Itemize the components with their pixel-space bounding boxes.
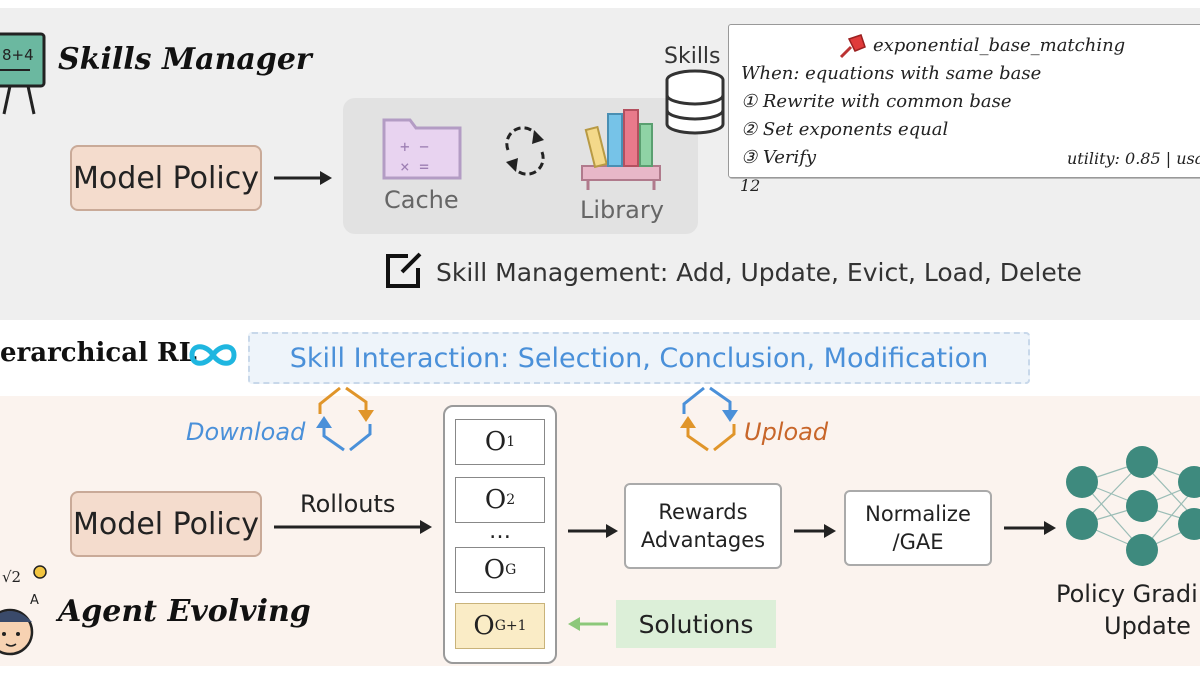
upload-label: Upload xyxy=(744,418,829,446)
library-label: Library xyxy=(580,196,664,224)
blackboard-icon: 8+4 xyxy=(0,32,46,115)
sync-icon xyxy=(505,126,545,176)
neural-network-icon xyxy=(1066,446,1200,566)
skill-card-step-2: ② Set exponents equal xyxy=(741,119,949,140)
model-policy-bottom-label: Model Policy xyxy=(73,506,259,542)
skill-card-utility: utility: 0.85 | usa xyxy=(1067,149,1200,168)
skill-interaction-text: Skill Interaction: Selection, Conclusion… xyxy=(289,342,989,374)
advantages-line: Advantages xyxy=(640,528,766,552)
agent-evolving-title: Agent Evolving xyxy=(58,594,311,629)
skill-card: exponential_base_matching When: equation… xyxy=(728,24,1200,178)
policy-to-cache-arrow xyxy=(274,171,332,185)
policy-gradient-line2: Update xyxy=(1104,612,1191,640)
cache-folder-icon: + − × = xyxy=(382,118,462,180)
rewards-line: Rewards xyxy=(658,500,748,524)
svg-text:× =: × = xyxy=(400,157,429,176)
stack-to-rewards-arrow xyxy=(568,524,618,538)
normalize-line: Normalize xyxy=(865,502,971,526)
skill-interaction-box: Skill Interaction: Selection, Conclusion… xyxy=(248,332,1030,384)
download-cycle-icon xyxy=(316,386,374,452)
download-label: Download xyxy=(186,418,306,446)
skill-management-text: Skill Management: Add, Update, Evict, Lo… xyxy=(436,258,1082,287)
upload-cycle-icon xyxy=(680,386,738,452)
cache-label: Cache xyxy=(384,186,459,214)
database-icon xyxy=(665,69,725,135)
student-avatar-icon: √2 A xyxy=(0,565,47,656)
model-policy-top: Model Policy xyxy=(70,145,262,211)
model-policy-bottom: Model Policy xyxy=(70,491,262,557)
library-books-icon xyxy=(581,109,661,190)
solutions-arrow xyxy=(568,617,608,631)
skills-manager-title: Skills Manager xyxy=(58,42,312,77)
skill-card-step-1: ① Rewrite with common base xyxy=(741,91,1012,112)
skill-card-overflow: 12 xyxy=(740,176,761,195)
skill-card-step-3: ③ Verify xyxy=(741,147,817,168)
blackboard-text: 8+4 xyxy=(2,46,34,64)
model-policy-top-label: Model Policy xyxy=(73,160,259,196)
solutions-label: Solutions xyxy=(638,609,754,639)
skill-card-when: When: equations with same base xyxy=(741,63,1042,84)
policy-gradient-line1: Policy Gradi xyxy=(1056,580,1198,608)
pushpin-icon xyxy=(839,34,866,59)
rewards-to-normalize-arrow xyxy=(794,524,836,538)
svg-text:A: A xyxy=(30,593,39,608)
edit-icon xyxy=(386,252,422,288)
hierarchical-rl-label: erarchical RL xyxy=(0,338,197,368)
normalize-to-network-arrow xyxy=(1004,521,1056,535)
skill-card-name: exponential_base_matching xyxy=(873,35,1126,56)
rollout-ellipsis: … xyxy=(489,519,511,544)
normalize-gae-box: Normalize/GAE xyxy=(844,490,992,566)
sqrt-text: √2 xyxy=(2,568,21,586)
solutions-box: Solutions xyxy=(616,600,776,648)
rollouts-label: Rollouts xyxy=(300,490,396,518)
svg-text:+ −: + − xyxy=(400,137,429,156)
infinity-icon xyxy=(189,344,237,366)
gae-line: /GAE xyxy=(892,530,944,554)
rollouts-arrow xyxy=(274,520,432,534)
skills-label: Skills xyxy=(664,44,721,69)
